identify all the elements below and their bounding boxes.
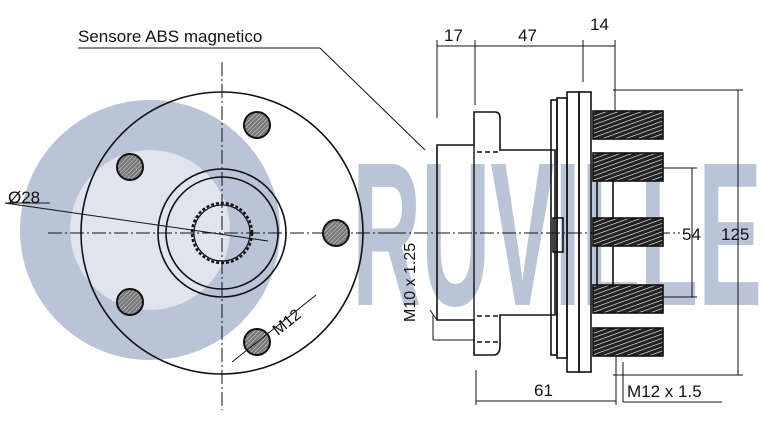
bolt-hole-icon [116,153,144,181]
dimension-125: 125 [721,225,749,244]
side-view [392,91,680,373]
bolt-hole-icon [243,111,271,139]
bolt-thread-label: M12 [270,306,305,339]
front-view [4,47,426,410]
side-thread-label: M10 x 1.25 [402,243,419,322]
abs-sensor-label: Sensore ABS magnetico [78,27,262,46]
dimension-lines [429,40,743,405]
bolt-hole-icon [116,288,144,316]
dimension-14: 14 [590,15,609,34]
dimension-54: 54 [682,225,701,244]
dimension-61: 61 [534,381,553,400]
dimension-17: 17 [444,26,463,45]
dimension-47: 47 [518,26,537,45]
bolt-hole-icon [322,219,350,247]
stud-thread-label: M12 x 1.5 [627,382,702,401]
bore-diameter-label: Ø28 [8,188,40,207]
